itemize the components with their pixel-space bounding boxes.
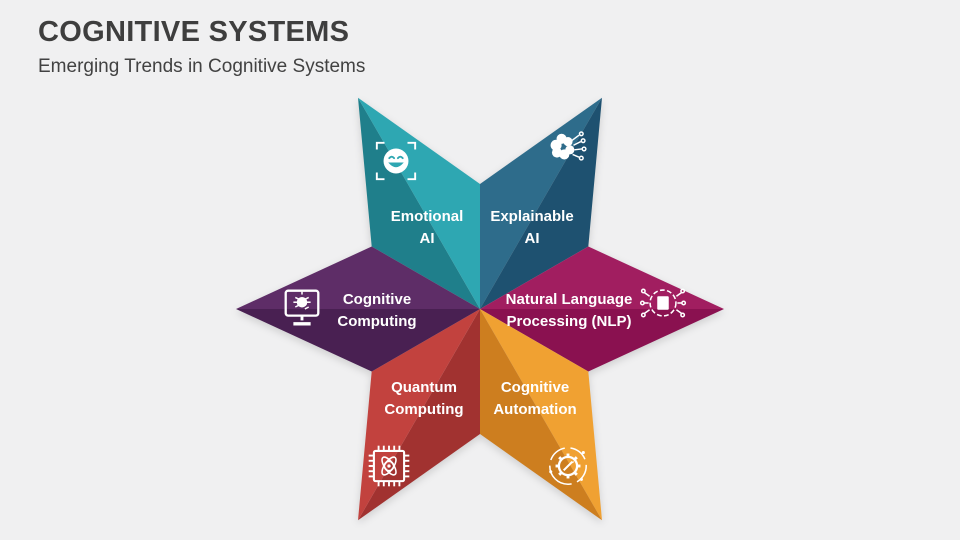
- label-line: Computing: [384, 401, 464, 418]
- slide-title: COGNITIVE SYSTEMS: [38, 16, 350, 48]
- facet-light: [480, 246, 724, 309]
- quantum-chip-icon: [368, 445, 410, 487]
- label-line: AI: [419, 230, 435, 247]
- facet-light: [236, 246, 480, 309]
- label-line: Computing: [337, 313, 417, 330]
- segment-label-explainable-ai: Explainable AI: [490, 206, 573, 250]
- segment-natural-language-processing: [480, 246, 724, 372]
- slide-header: COGNITIVE SYSTEMS Emerging Trends in Cog…: [38, 14, 365, 79]
- label-line: Cognitive: [342, 291, 412, 308]
- label-line: Automation: [493, 401, 577, 418]
- label-line: Explainable: [490, 208, 574, 225]
- segment-label-emotional-ai: Emotional AI: [391, 206, 464, 250]
- segment-label-natural-language-processing: Natural Language Processing (NLP): [506, 289, 633, 333]
- label-line: Emotional: [390, 208, 464, 225]
- gear-tool-icon: [549, 447, 587, 485]
- chip-brain-icon: [639, 288, 687, 318]
- facet-light: [358, 97, 480, 309]
- segment-label-cognitive-computing: Cognitive Computing: [337, 289, 416, 333]
- face-scan-icon: [375, 141, 417, 181]
- segment-emotional-ai: [358, 97, 480, 309]
- label-line: Natural Language: [505, 291, 633, 308]
- label-line: AI: [524, 230, 540, 247]
- segment-label-quantum-computing: Quantum Computing: [384, 377, 463, 421]
- label-line: Cognitive: [500, 379, 570, 396]
- monitor-bug-icon: [284, 289, 320, 326]
- facet-dark: [480, 309, 724, 372]
- slide-subtitle: Emerging Trends in Cognitive Systems: [38, 56, 366, 78]
- label-line: Processing (NLP): [506, 313, 632, 330]
- label-line: Quantum: [391, 379, 457, 396]
- brain-circuit-icon: [550, 131, 587, 161]
- segment-cognitive-automation: [480, 309, 602, 521]
- facet-dark: [480, 309, 602, 521]
- facet-dark: [480, 97, 602, 309]
- segment-label-cognitive-automation: Cognitive Automation: [493, 377, 576, 421]
